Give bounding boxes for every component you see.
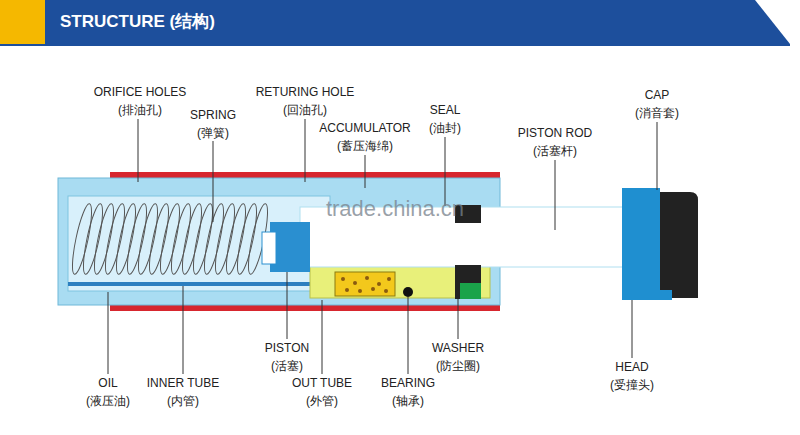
part-label: SPRING <box>190 108 236 122</box>
part-label: (内管) <box>167 394 199 408</box>
part-label: (活塞杆) <box>533 144 577 158</box>
part-label: INNER TUBE <box>147 376 219 390</box>
bearing <box>403 287 413 297</box>
spring-coil <box>102 203 129 276</box>
piston-nose <box>262 232 276 264</box>
part-label: (外管) <box>306 394 338 408</box>
spring-coil <box>91 203 118 276</box>
spring-coil <box>80 203 107 276</box>
spring-coil <box>179 203 206 276</box>
part-label: (弹簧) <box>197 126 229 140</box>
part-label: (消音套) <box>635 106 679 120</box>
part-label: SEAL <box>430 103 461 117</box>
spring-coil <box>135 203 162 276</box>
part-label: CAP <box>645 88 670 102</box>
part-label: (液压油) <box>86 394 130 408</box>
spring-coils <box>69 203 272 276</box>
spring-coil <box>124 203 151 276</box>
header-title: STRUCTURE (结构) <box>60 12 215 32</box>
part-label: (受撞头) <box>610 378 654 392</box>
leader-lines <box>108 119 657 374</box>
part-label: RETURING HOLE <box>256 85 355 99</box>
watermark: trade.china.cn <box>326 196 464 222</box>
spring-coil <box>201 203 228 276</box>
sponge-dots <box>341 276 391 293</box>
spring-coil <box>146 203 173 276</box>
part-label: ACCUMULATOR <box>319 121 411 135</box>
part-label: WASHER <box>432 341 484 355</box>
header-band <box>45 0 790 44</box>
spring-coil <box>190 203 217 276</box>
inner-tube <box>68 196 330 291</box>
spring-coil <box>113 203 140 276</box>
part-label: (油封) <box>429 121 461 135</box>
part-label: HEAD <box>615 360 648 374</box>
header-accent <box>0 0 45 44</box>
part-label: (活塞) <box>271 359 303 373</box>
spring-coil <box>223 203 250 276</box>
part-label: (蓄压海绵) <box>337 139 393 153</box>
washer <box>455 265 481 299</box>
spring-coil <box>212 203 239 276</box>
spring-coil <box>234 203 261 276</box>
part-label: BEARING <box>381 376 435 390</box>
part-label: ORIFICE HOLES <box>94 85 187 99</box>
part-label: (回油孔) <box>283 103 327 117</box>
part-label: OUT TUBE <box>292 376 352 390</box>
header-rule <box>0 44 790 46</box>
part-label: (防尘圈) <box>436 359 480 373</box>
spring-coil <box>69 203 96 276</box>
washer-lip <box>460 283 481 299</box>
cap <box>655 192 698 298</box>
part-label: PISTON ROD <box>518 126 592 140</box>
part-label: PISTON <box>265 341 309 355</box>
accumulator-sponge <box>335 272 395 296</box>
part-label: (排油孔) <box>118 103 162 117</box>
part-label: (轴承) <box>392 394 424 408</box>
inner-tube-wall <box>68 282 330 286</box>
spring-coil <box>157 203 184 276</box>
part-label: OIL <box>98 376 117 390</box>
head <box>622 188 672 300</box>
spring-coil <box>168 203 195 276</box>
red-stripe <box>110 305 500 311</box>
